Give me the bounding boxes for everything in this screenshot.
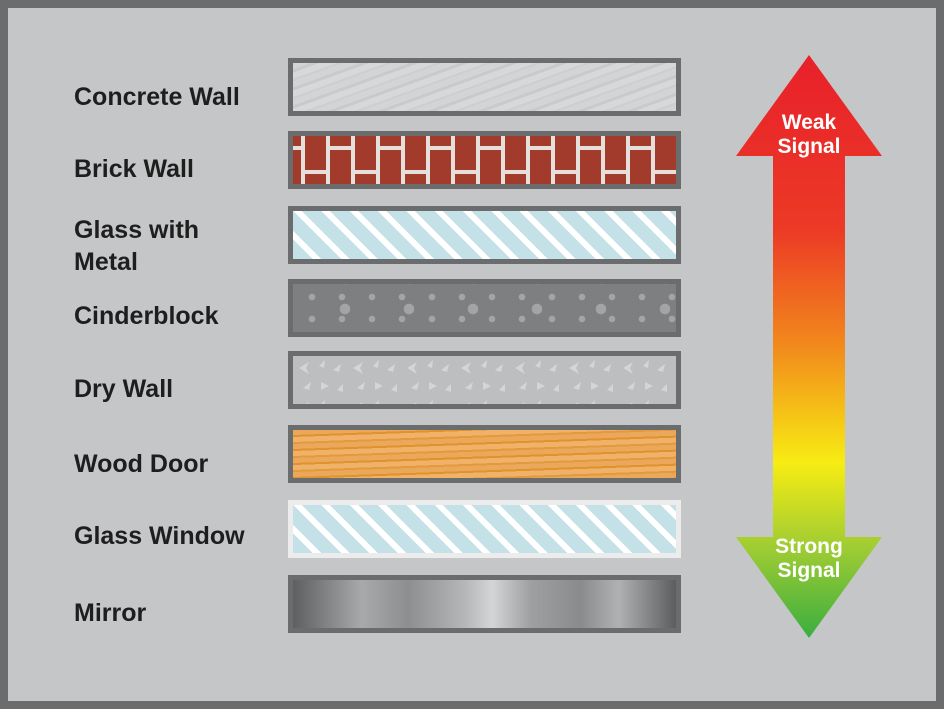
brick-pattern <box>293 136 676 184</box>
signal-text: Signal <box>777 559 841 582</box>
label-brick-wall: Brick Wall <box>74 155 194 183</box>
label-mirror: Mirror <box>74 599 147 627</box>
strong-signal-label: Strong Signal <box>736 535 882 583</box>
drywall-swatch <box>288 351 681 409</box>
concrete-swatch <box>288 58 681 116</box>
label-line: Metal <box>74 248 138 276</box>
drywall-pattern <box>293 356 676 404</box>
label-dry-wall: Dry Wall <box>74 375 174 403</box>
brick-swatch <box>288 131 681 189</box>
label-cinderblock: Cinderblock <box>74 302 219 330</box>
glass-window-swatch <box>288 500 681 558</box>
cinderblock-swatch <box>288 279 681 337</box>
label-line: Glass with <box>74 216 200 244</box>
signal-strength-arrow <box>736 55 882 638</box>
label-glass-window: Glass Window <box>74 522 245 550</box>
strong-text: Strong <box>775 535 843 558</box>
label-glass-with-metal: Glass with Metal <box>74 214 199 278</box>
weak-signal-label: Weak Signal <box>736 111 882 159</box>
glass-metal-swatch <box>288 206 681 264</box>
signal-text: Signal <box>777 135 841 158</box>
label-concrete-wall: Concrete Wall <box>74 83 240 111</box>
mirror-swatch <box>288 575 681 633</box>
wood-door-swatch <box>288 425 681 483</box>
label-wood-door: Wood Door <box>74 450 209 478</box>
weak-text: Weak <box>781 111 837 134</box>
